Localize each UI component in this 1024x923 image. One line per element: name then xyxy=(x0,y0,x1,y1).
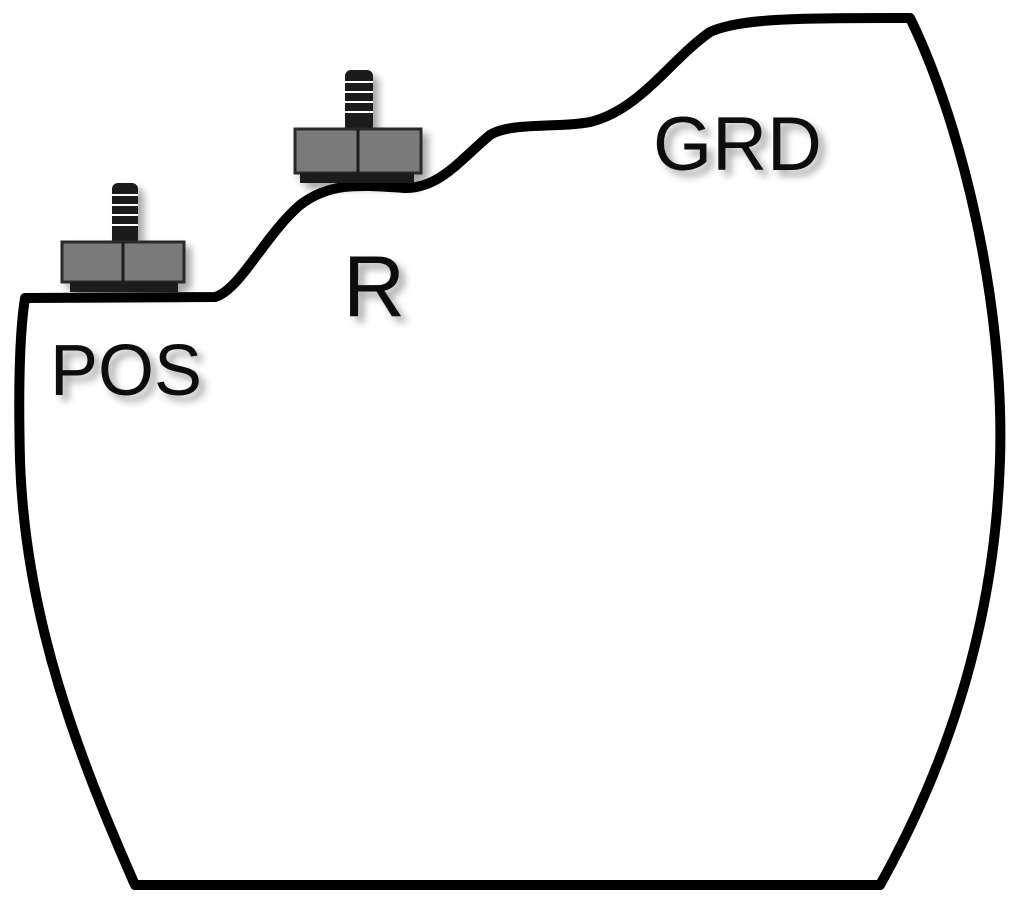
device-outline xyxy=(14,13,1006,890)
r-terminal-icon xyxy=(293,70,423,183)
r-terminal-label: R xyxy=(343,239,405,335)
pos-terminal-label: POS xyxy=(50,331,202,411)
pos-terminal-icon xyxy=(60,183,186,292)
grd-terminal-label: GRD xyxy=(653,102,822,187)
